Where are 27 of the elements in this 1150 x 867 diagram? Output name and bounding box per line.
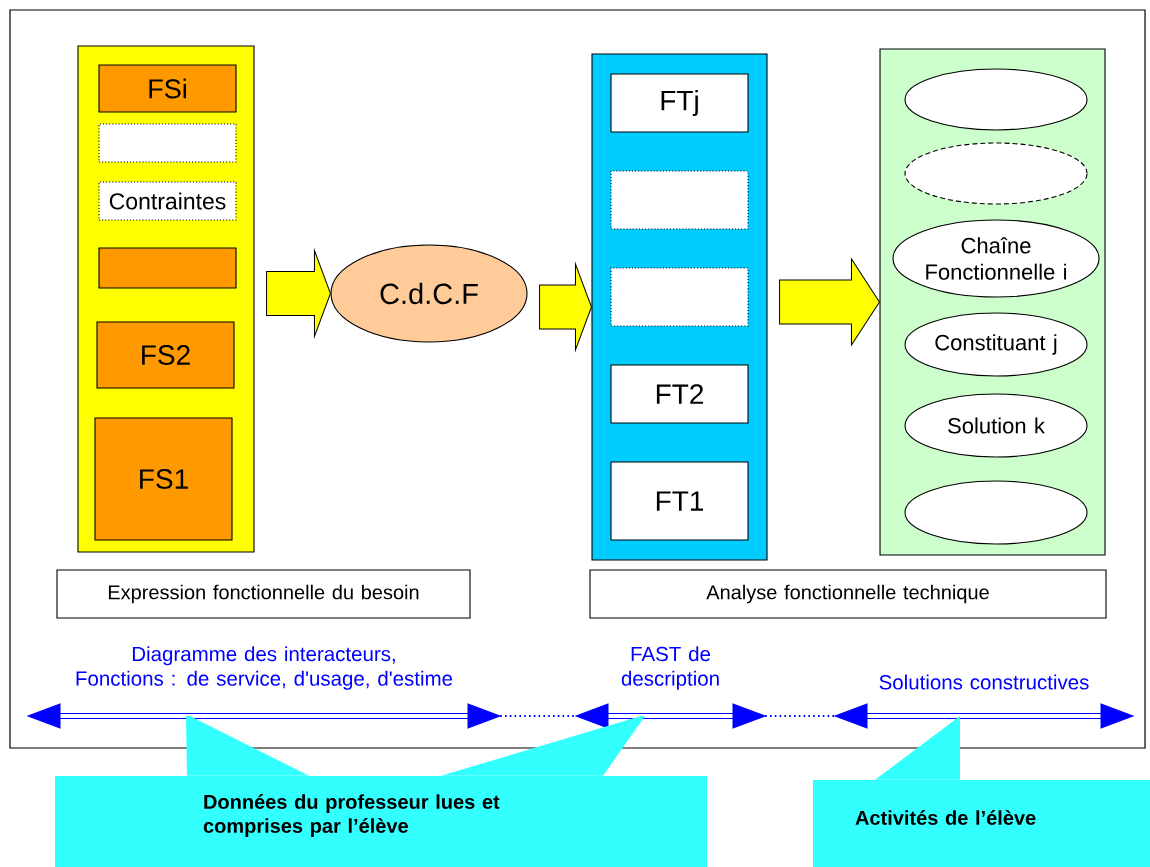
- function-box: FTj: [610, 73, 749, 133]
- block-arrow: [779, 258, 880, 346]
- callout-pointer: [441, 716, 645, 776]
- function-box: [98, 123, 237, 163]
- function-box: [610, 170, 749, 230]
- function-box: [98, 247, 237, 289]
- function-box: [610, 267, 749, 327]
- solution-ellipse: [904, 68, 1088, 131]
- block-arrow: [266, 250, 331, 337]
- callout-pointer: [875, 716, 960, 780]
- range-label: Solutions constructives: [879, 674, 1089, 690]
- block-arrow: [539, 263, 592, 351]
- range-label: FAST de description: [621, 646, 719, 690]
- caption-box: Expression fonctionnelle du besoin: [56, 569, 471, 619]
- function-box: FS1: [94, 417, 233, 541]
- function-box: Contraintes: [98, 181, 237, 221]
- function-box: FS2: [96, 321, 235, 389]
- solution-ellipse: [904, 142, 1088, 205]
- solution-ellipse: [904, 480, 1088, 545]
- function-box: FT1: [610, 461, 749, 541]
- range-label: Diagramme des interacteurs, Fonctions : de service, d'usage, d'estime: [76, 646, 453, 690]
- dotted-line: [764, 715, 836, 717]
- function-box: FT2: [610, 364, 749, 424]
- function-box: FSi: [98, 64, 237, 113]
- caption-box: Analyse fonctionnelle technique: [589, 569, 1107, 619]
- callout-pointer: [186, 716, 309, 776]
- dotted-line: [499, 715, 577, 717]
